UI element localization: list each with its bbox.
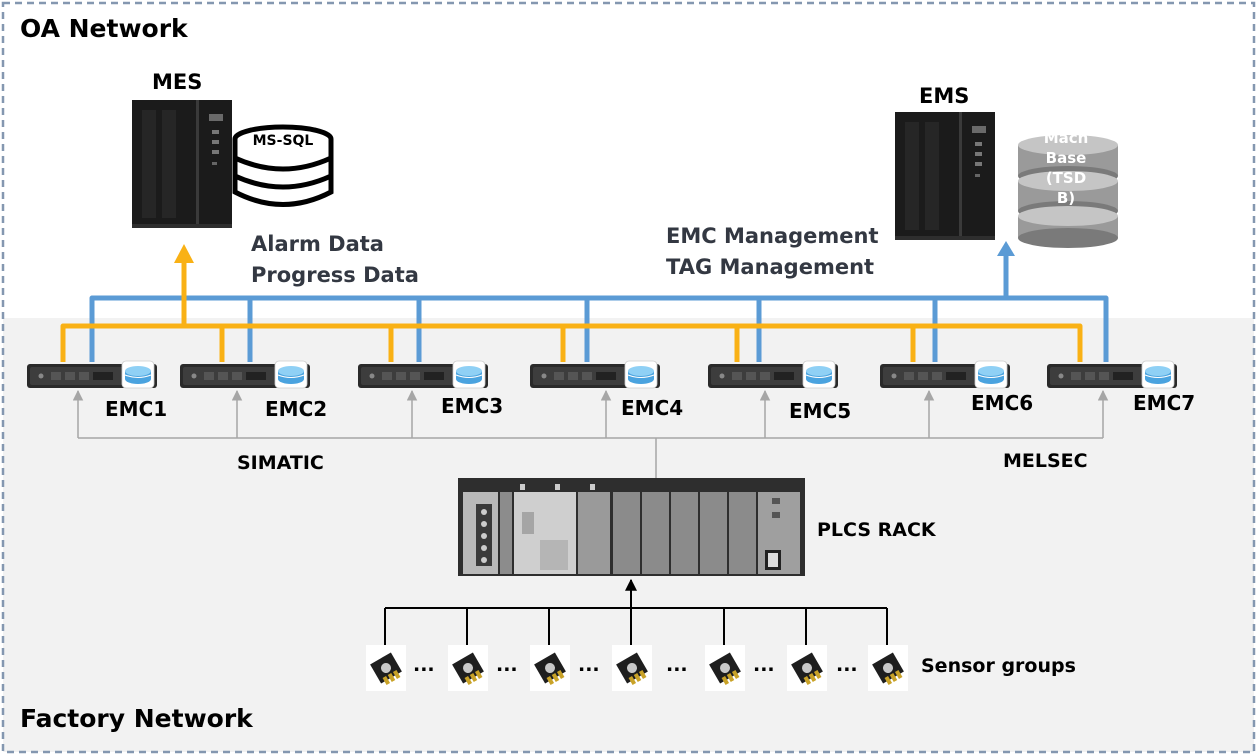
emc6-device — [879, 360, 1011, 389]
ellipsis: ... — [753, 654, 775, 676]
ems-db-label: MachBase (TSDB) — [1043, 129, 1089, 207]
mes-database-icon — [232, 124, 334, 207]
emc3-device — [357, 360, 489, 389]
plc-rack — [458, 478, 805, 576]
ems-flow-label-2: TAG Management — [666, 255, 875, 279]
mes-server-tower — [132, 100, 232, 228]
simatic-label: SIMATIC — [237, 452, 324, 474]
melsec-label: MELSEC — [1003, 450, 1088, 472]
sensor-icon — [366, 645, 406, 691]
mes-db-label: MS-SQL — [252, 133, 314, 149]
mes-flow-label-2: Progress Data — [251, 263, 419, 287]
ellipsis: ... — [666, 654, 688, 676]
emc5-device — [707, 360, 839, 389]
ellipsis: ... — [496, 654, 518, 676]
oa-network-title: OA Network — [20, 14, 188, 43]
ellipsis: ... — [413, 654, 435, 676]
mes-title: MES — [152, 70, 203, 94]
ellipsis: ... — [836, 654, 858, 676]
mes-flow-label-1: Alarm Data — [251, 232, 384, 256]
ems-server-tower — [895, 112, 995, 240]
mes-bus — [60, 262, 1083, 362]
mes-arrow-head — [174, 244, 194, 263]
emc2-device — [179, 360, 311, 389]
sensor-groups-label: Sensor groups — [921, 655, 1076, 677]
sensor-tree — [384, 578, 888, 648]
emc4-label: EMC4 — [621, 396, 684, 420]
sensor-icon — [530, 645, 570, 691]
emc3-label: EMC3 — [441, 394, 504, 418]
ems-bus — [89, 255, 1109, 362]
emc7-label: EMC7 — [1133, 391, 1196, 415]
emc7-device — [1046, 360, 1178, 389]
plc-rack-label: PLCS RACK — [817, 519, 936, 541]
factory-network-title: Factory Network — [20, 704, 253, 733]
emc2-label: EMC2 — [265, 397, 328, 421]
emc6-label: EMC6 — [971, 391, 1034, 415]
ems-arrow-head — [997, 241, 1015, 256]
sensor-icon — [448, 645, 488, 691]
emc1-label: EMC1 — [105, 397, 168, 421]
ellipsis: ... — [578, 654, 600, 676]
ems-title: EMS — [919, 84, 970, 108]
ems-database-icon — [1018, 135, 1118, 248]
sensor-icon — [787, 645, 827, 691]
ems-flow-label-1: EMC Management — [666, 224, 879, 248]
emc5-label: EMC5 — [789, 399, 852, 423]
sensor-icon — [705, 645, 745, 691]
sensor-icon — [612, 645, 652, 691]
emc1-device — [26, 360, 158, 389]
protocol-bus — [72, 389, 1109, 478]
emc4-device — [529, 360, 661, 389]
sensor-icon — [868, 645, 908, 691]
